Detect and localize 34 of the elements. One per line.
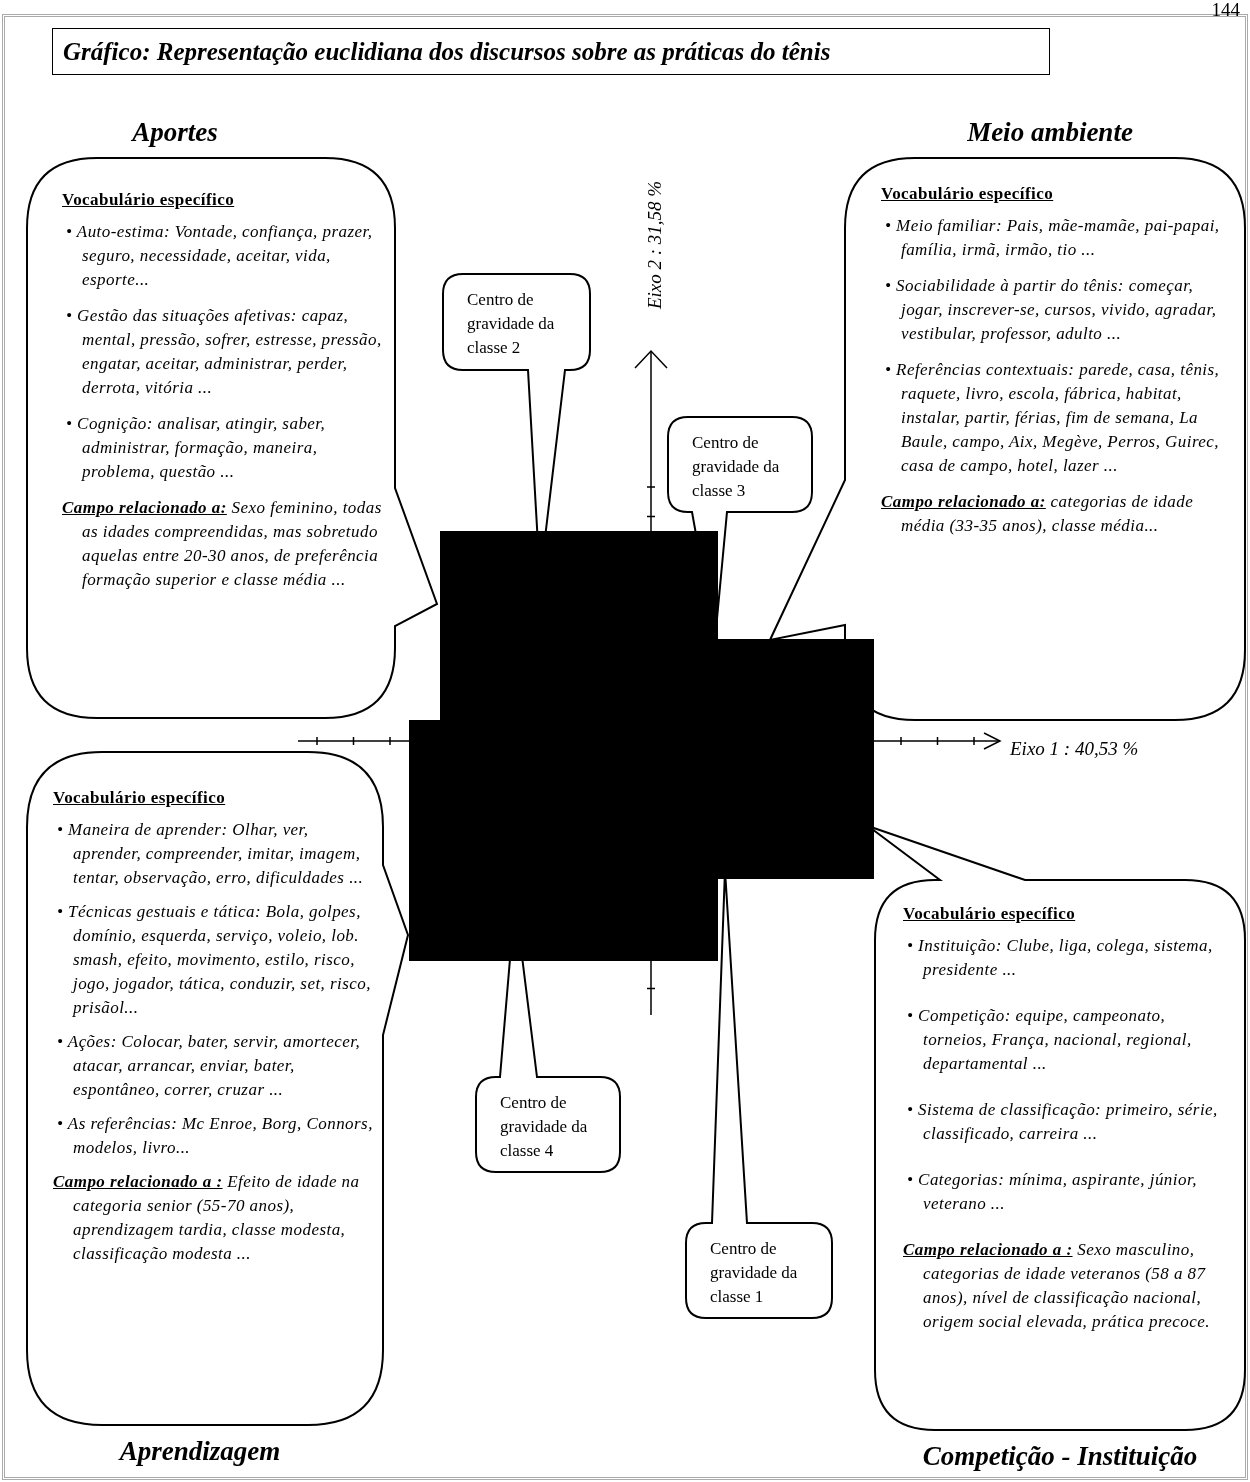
page-number: 144 [1211,0,1240,19]
bullet-text: • Auto-estima: Vontade, confiança, prazer, seguro, necessidade, aceitar, vida, esporte... [65,221,374,291]
bullet-text: • Gestão das situações afetivas: capaz, mental, pressão, sofrer, estresse, pressão, engatar, aceitar, administrar, perder, derrota, vitória ... [65,305,383,399]
section-heading: Vocabulário específico [53,787,226,809]
quadrant-heading: Competição - Instituição [922,1440,1198,1472]
axis-label: Eixo 2 : 31,58 % [644,180,666,310]
callout-text: Centro de gravidade da classe 3 [691,432,781,502]
diagram-title: Gráfico: Representação euclidiana dos discursos sobre as práticas do tênis [52,28,1050,75]
callout-text: Centro de gravidade da classe 1 [709,1238,799,1308]
axis-label: Eixo 1 : 40,53 % [1010,738,1139,760]
quadrant-heading: Aprendizagem [119,1435,281,1467]
callout-text: Centro de gravidade da classe 2 [466,289,556,359]
bullet-text: • Competição: equipe, campeonato, torneios, França, nacional, regional, departamental ... [906,1005,1193,1075]
related-field-text: Campo relacionado a : Sexo masculino, categorias de idade veteranos (58 a 87 anos), nível de classificação nacional, origem social elevada, prática precoce. [903,1239,1211,1333]
bullet-text: • Cognição: analisar, atingir, saber, administrar, formação, maneira, problema, questão ... [65,413,327,483]
related-field-text: Campo relacionado a : Efeito de idade na categoria senior (55-70 anos), aprendizagem tardia, classe modesta, classificação modesta ... [53,1171,361,1265]
bullet-text: • Técnicas gestuais e tática: Bola, golpes, domínio, esquerda, serviço, voleio, lob. smash, efeito, movimento, estilo, risco, jogo, jogador, tática, conduzir, set, risco, prisãol... [56,901,372,1019]
bullet-text: • Ações: Colocar, bater, servir, amortecer, atacar, arrancar, enviar, bater, espontâneo, correr, cruzar ... [56,1031,362,1101]
bullet-text: • Maneira de aprender: Olhar, ver, aprender, compreender, imitar, imagem, tentar, observação, erro, dificuldades ... [56,819,365,889]
section-heading: Vocabulário específico [881,183,1054,205]
bullet-text: • Meio familiar: Pais, mãe-mamãe, pai-papai, família, irmã, irmão, tio ... [884,215,1221,261]
section-heading: Vocabulário específico [903,903,1076,925]
bullet-text: • Instituição: Clube, liga, colega, sistema, presidente ... [906,935,1214,981]
related-field-text: Campo relacionado a: Sexo feminino, todas as idades compreendidas, mas sobretudo aquelas entre 20-30 anos, de preferência formação superior e classe média ... [62,497,383,591]
quadrant-heading: Meio ambiente [967,116,1133,148]
quadrant-heading: Aportes [132,116,218,148]
related-field-text: Campo relacionado a: categorias de idade média (33-35 anos), classe média... [881,491,1195,537]
bullet-text: • Categorias: mínima, aspirante, júnior, veterano ... [906,1169,1198,1215]
bullet-text: • Sociabilidade à partir do tênis: começar, jogar, inscrever-se, cursos, vivido, agradar, vestibular, professor, adulto ... [884,275,1218,345]
bullet-text: • Referências contextuais: parede, casa, tênis, raquete, livro, escola, fábrica, habitat, instalar, partir, férias, fim de semana, La Baule, campo, Aix, Megève, Perros, Guirec, casa de campo, hotel, lazer ... [884,359,1221,477]
bullet-text: • As referências: Mc Enroe, Borg, Connors, modelos, livro... [56,1113,373,1159]
callout-text: Centro de gravidade da classe 4 [499,1092,589,1162]
bullet-text: • Sistema de classificação: primeiro, série, classificado, carreira ... [906,1099,1219,1145]
section-heading: Vocabulário específico [62,189,235,211]
